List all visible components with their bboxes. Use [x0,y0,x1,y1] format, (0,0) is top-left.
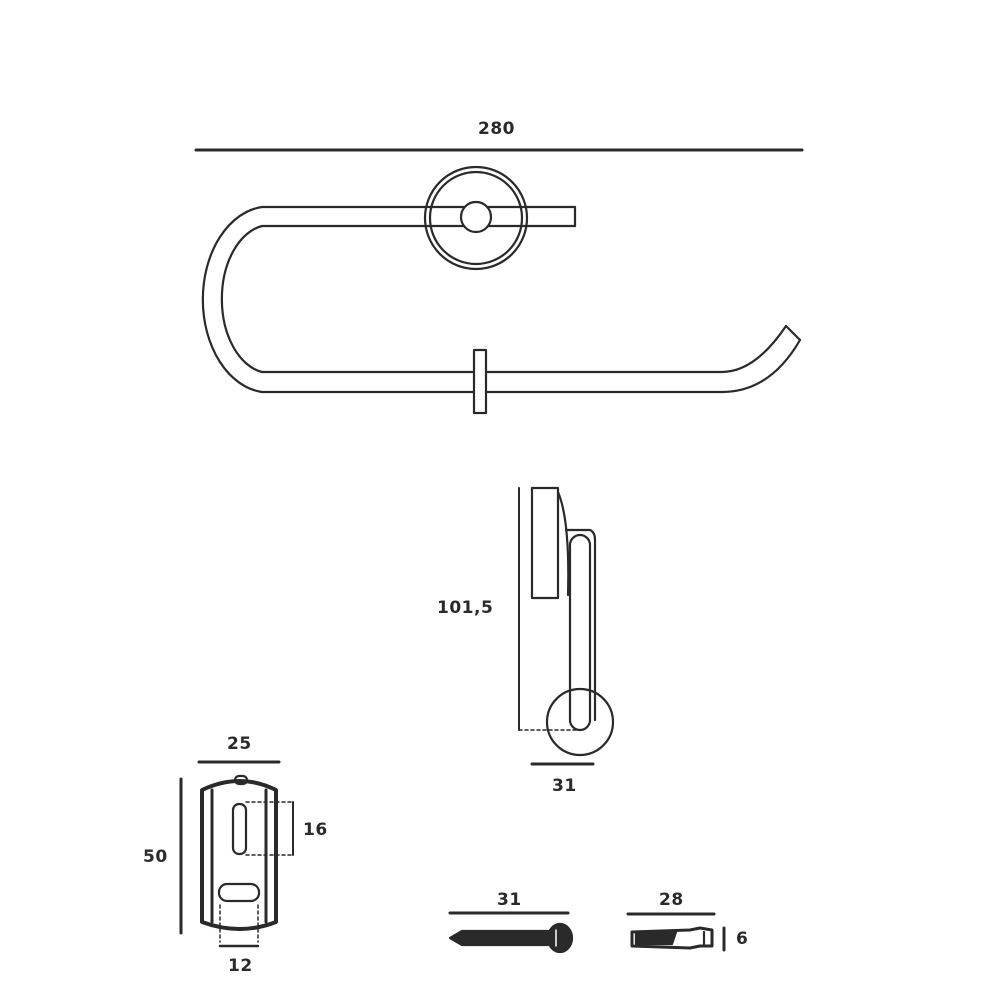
rosette-inner [428,170,524,266]
label-side-height: 101,5 [437,598,494,618]
wall-plug [630,926,714,950]
base-body [200,779,278,931]
label-bottom-width: 12 [228,956,253,976]
label-screw-length: 31 [497,890,522,910]
label-plug-diameter: 6 [736,929,749,949]
label-slot-height: 16 [303,820,328,840]
label-plug-length: 28 [659,890,684,910]
stopper [472,348,488,415]
screw [448,929,550,947]
label-base-height: 50 [143,847,168,867]
slot-horizontal [217,882,261,903]
slot-vertical [231,802,248,856]
side-ring-circle [545,687,615,757]
label-overall-width: 280 [478,119,515,139]
hub-circle [459,200,493,234]
hook-arm-outer [201,205,802,394]
rosette-outer [423,165,529,271]
side-plate [530,486,560,600]
label-base-width: 25 [227,734,252,754]
hook-arm-inner [220,224,788,374]
label-side-depth: 31 [552,776,577,796]
